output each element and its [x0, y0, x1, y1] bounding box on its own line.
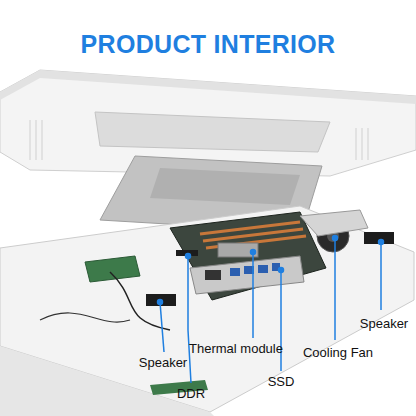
fan-duct: [300, 210, 368, 236]
leader-lines: [158, 236, 384, 384]
ports: [230, 263, 280, 276]
cpu-block: [218, 243, 258, 257]
hdmi-port: [205, 270, 221, 280]
base-edge: [0, 346, 214, 416]
motherboard: [170, 212, 326, 300]
cable: [40, 313, 130, 322]
cover-vents: [30, 120, 368, 160]
cover-rim: [0, 70, 416, 104]
part-label: Speaker: [360, 316, 408, 331]
part-label: SSD: [268, 374, 295, 389]
io-board: [85, 256, 140, 282]
part-label: Speaker: [139, 355, 187, 370]
part-label: Thermal module: [189, 341, 283, 356]
io-shield: [190, 256, 304, 294]
part-label: Cooling Fan: [303, 345, 373, 360]
page-title: PRODUCT INTERIOR: [81, 30, 336, 59]
plate-recess: [150, 168, 300, 205]
cover-window: [95, 112, 330, 152]
speaker-left: [146, 294, 176, 306]
part-label: DDR: [177, 386, 205, 401]
speaker-right: [364, 232, 394, 244]
